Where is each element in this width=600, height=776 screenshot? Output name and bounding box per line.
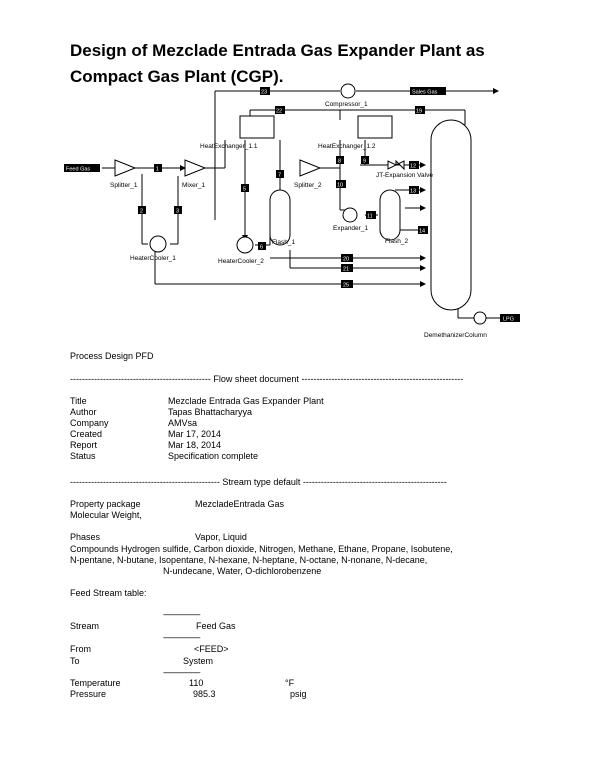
- pressure-unit: psig: [290, 689, 307, 699]
- flowsheet-separator: ----------------------------------------…: [70, 374, 463, 384]
- info-value: Mar 18, 2014: [168, 440, 222, 450]
- flowsheet-dash-left: ----------------------------------------…: [70, 374, 211, 384]
- stream-22-tag: 22: [276, 109, 282, 115]
- property-package-row: Property package MezcladeEntrada Gas: [70, 499, 284, 510]
- title-line-2: Compact Gas Plant (CGP).: [70, 67, 284, 86]
- stream-12-tag: 12: [410, 164, 416, 170]
- stream-20-tag: 20: [343, 257, 349, 263]
- pfd-caption: Process Design PFD: [70, 351, 154, 361]
- feed-table-title: Feed Stream table:: [70, 588, 147, 598]
- info-key: Status: [70, 451, 96, 461]
- compounds-line-2: N-pentane, N-butane, Isopentane, N-hexan…: [70, 555, 428, 565]
- compounds-block: Compounds Hydrogen sulfide, Carbon dioxi…: [70, 544, 540, 577]
- from-value: <FEED>: [194, 644, 229, 654]
- compounds-line-1: Compounds Hydrogen sulfide, Carbon dioxi…: [70, 544, 453, 554]
- info-key: Author: [70, 407, 97, 417]
- table-rule: ----------------------: [163, 633, 201, 642]
- stream-value: Feed Gas: [196, 621, 236, 631]
- stream-19-tag: 19: [416, 109, 422, 115]
- stream-6-tag: 6: [260, 245, 263, 251]
- stream-8-tag: 8: [338, 159, 341, 165]
- flash1-label: Flash_1: [272, 239, 296, 246]
- info-key: Created: [70, 429, 103, 439]
- splitter2-label: Splitter_2: [294, 182, 322, 189]
- stream-type-header: Stream type default: [222, 477, 301, 487]
- stream-type-separator: ----------------------------------------…: [70, 477, 447, 487]
- compounds-line-3: N-undecane, Water, O-dichlorobenzene: [163, 566, 322, 576]
- info-key: Title: [70, 396, 87, 406]
- stream-23-tag: 23: [261, 90, 267, 96]
- flowsheet-header: Flow sheet document: [213, 374, 299, 384]
- phases-value: Vapor, Liquid: [195, 532, 247, 542]
- phases-label: Phases: [70, 532, 101, 542]
- info-row: Report Mar 18, 2014: [70, 440, 221, 451]
- phases-row: Phases Vapor, Liquid: [70, 532, 247, 543]
- feed-gas-tag: Feed Gas: [66, 167, 90, 173]
- temperature-value: 110: [189, 678, 204, 688]
- temperature-label: Temperature: [70, 678, 121, 688]
- table-rule: ----------------------: [163, 668, 201, 677]
- mixer1-label: Mixer_1: [182, 182, 206, 189]
- molecular-weight-label: Molecular Weight,: [70, 510, 142, 520]
- pressure-value: 985.3: [193, 689, 216, 699]
- stream-1-tag: 1: [156, 167, 159, 173]
- from-label: From: [70, 644, 91, 654]
- stream-11-tag: 11: [367, 214, 373, 220]
- info-value: AMVsa: [168, 418, 198, 428]
- info-row: Author Tapas Bhattacharyya: [70, 407, 252, 418]
- info-value: Mezclade Entrada Gas Expander Plant: [168, 396, 324, 406]
- stream-type-dash-left: ----------------------------------------…: [70, 477, 220, 487]
- to-label: To: [70, 656, 80, 666]
- info-row: Title Mezclade Entrada Gas Expander Plant: [70, 396, 324, 407]
- splitter1-label: Splitter_1: [110, 182, 138, 189]
- info-key: Report: [70, 440, 98, 450]
- pressure-label: Pressure: [70, 689, 107, 699]
- stream-21-tag: 21: [343, 267, 349, 273]
- stream-label: Stream: [70, 621, 100, 631]
- temperature-unit: °F: [285, 678, 295, 688]
- title-line-1: Design of Mezclade Entrada Gas Expander …: [70, 41, 485, 60]
- info-row: Company AMVsa: [70, 418, 197, 429]
- stream-3-tag: 3: [176, 209, 179, 215]
- stream-25-tag: 25: [343, 283, 349, 289]
- info-row: Created Mar 17, 2014: [70, 429, 221, 440]
- flowsheet-dash-right: ----------------------------------------…: [301, 374, 464, 384]
- stream-5-tag: 5: [243, 187, 246, 193]
- flash2-label: Flash_2: [385, 238, 409, 245]
- heatercooler2-label: HeaterCooler_2: [218, 258, 264, 265]
- info-value: Specification complete: [168, 451, 259, 461]
- hx2-label: HeatExchanger_1.2: [318, 143, 376, 150]
- stream-13-tag: 13: [410, 189, 416, 195]
- info-key: Company: [70, 418, 109, 428]
- hx1-label: HeatExchanger_1.1: [200, 143, 258, 150]
- molecular-weight-row: Molecular Weight,: [70, 510, 142, 521]
- to-value: System: [183, 656, 214, 666]
- compressor-label: Compressor_1: [325, 101, 368, 108]
- stream-9-tag: 9: [363, 159, 366, 165]
- column-label: DemethanizerColumn: [424, 332, 487, 339]
- process-flow-diagram: Feed Gas Sales Gas LPG 23 22 19 1 2 3 5 …: [64, 83, 520, 339]
- info-value: Tapas Bhattacharyya: [168, 407, 253, 417]
- heatercooler1-label: HeaterCooler_1: [130, 255, 176, 262]
- stream-type-dash-right: ----------------------------------------…: [302, 477, 447, 487]
- info-value: Mar 17, 2014: [168, 429, 222, 439]
- sales-gas-tag: Sales Gas: [412, 90, 438, 96]
- jt-valve-label: JT-Expansion Valve: [376, 172, 433, 179]
- expander-label: Expander_1: [333, 225, 368, 232]
- stream-10-tag: 10: [337, 183, 343, 189]
- lpg-tag: LPG: [503, 317, 514, 323]
- property-package-label: Property package: [70, 499, 141, 509]
- stream-2-tag: 2: [140, 209, 143, 215]
- stream-7-tag: 7: [278, 173, 281, 179]
- info-row: Status Specification complete: [70, 451, 258, 462]
- table-rule: ----------------------: [163, 610, 201, 619]
- stream-14-tag: 14: [419, 229, 425, 235]
- document-title: Design of Mezclade Entrada Gas Expander …: [70, 38, 570, 90]
- property-package-value: MezcladeEntrada Gas: [195, 499, 285, 509]
